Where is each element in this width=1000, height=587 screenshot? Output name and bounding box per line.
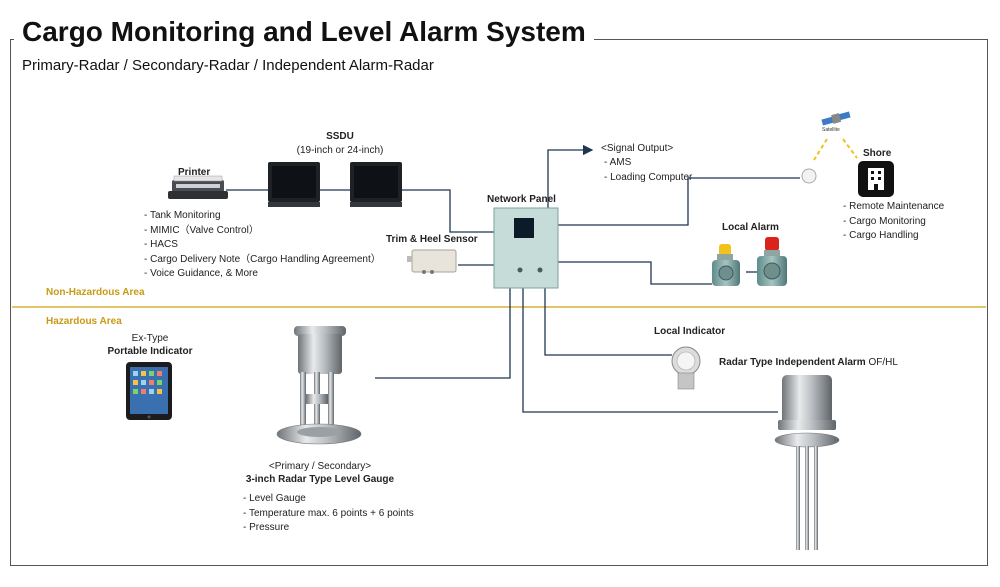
portable-indicator-type: Ex-Type xyxy=(131,333,169,344)
list-item: Loading Computer xyxy=(604,171,692,186)
ssdu-monitor-2 xyxy=(350,162,402,207)
independent-alarm-label: Radar Type Independent Alarm xyxy=(719,357,866,368)
network-panel-device xyxy=(493,207,559,289)
local-alarm-red xyxy=(757,237,787,286)
local-alarm-label: Local Alarm xyxy=(722,222,779,233)
list-item: Remote Maintenance xyxy=(843,200,944,215)
portable-indicator-label: Portable Indicator xyxy=(107,346,193,357)
shore-service-list: Remote Maintenance Cargo Monitoring Carg… xyxy=(843,200,944,244)
list-item: Cargo Handling xyxy=(843,229,944,244)
list-item: Temperature max. 6 points + 6 points xyxy=(243,507,414,522)
list-item: Level Gauge xyxy=(243,492,414,507)
satellite-device xyxy=(821,111,851,126)
ssdu-size-label: (19-inch or 24-inch) xyxy=(296,145,384,156)
local-alarm-yellow xyxy=(712,244,740,286)
satellite-label: Satellite xyxy=(822,127,840,133)
level-gauge-feature-list: Level Gauge Temperature max. 6 points + … xyxy=(243,492,414,536)
printer-device xyxy=(168,175,228,199)
wiring xyxy=(226,144,800,413)
page-subtitle: Primary-Radar / Secondary-Radar / Indepe… xyxy=(22,57,434,74)
page-title: Cargo Monitoring and Level Alarm System xyxy=(14,16,594,48)
independent-alarm-radar-device xyxy=(774,375,840,550)
hazardous-area-label: Hazardous Area xyxy=(46,316,122,327)
antenna-dome xyxy=(801,168,817,184)
local-indicator-label: Local Indicator xyxy=(654,326,726,337)
independent-alarm-suffix: OF/HL xyxy=(868,357,898,368)
local-indicator-device xyxy=(671,346,701,390)
list-item: Pressure xyxy=(243,521,414,536)
independent-alarm-label-row: Radar Type Independent Alarm OF/HL xyxy=(719,357,898,368)
list-item: Tank Monitoring xyxy=(144,209,381,224)
shore-label: Shore xyxy=(863,148,892,159)
satellite-uplink-right xyxy=(842,138,858,159)
trim-heel-label: Trim & Heel Sensor xyxy=(386,234,478,245)
signal-output-label: <Signal Output> xyxy=(601,143,674,154)
list-item: Voice Guidance, & More xyxy=(144,267,381,282)
list-item: Cargo Monitoring xyxy=(843,215,944,230)
network-panel-label: Network Panel xyxy=(487,194,556,205)
level-gauge-type: <Primary / Secondary> xyxy=(268,461,372,472)
ssdu-monitor-1 xyxy=(268,162,320,207)
portable-indicator-tablet xyxy=(126,362,172,420)
printer-label: Printer xyxy=(178,167,211,178)
ssdu-label: SSDU xyxy=(326,131,354,142)
trim-heel-sensor-device xyxy=(407,249,457,274)
printer-feature-list: Tank Monitoring MIMIC（Valve Control） HAC… xyxy=(144,209,381,282)
radar-level-gauge-device xyxy=(276,326,362,445)
level-gauge-label: 3-inch Radar Type Level Gauge xyxy=(245,474,395,485)
list-item: Cargo Delivery Note（Cargo Handling Agree… xyxy=(144,253,381,268)
signal-output-list: AMS Loading Computer xyxy=(604,156,693,186)
shore-building-icon xyxy=(858,161,894,197)
list-item: AMS xyxy=(604,156,692,171)
list-item: HACS xyxy=(144,238,381,253)
satellite-uplink-left xyxy=(813,138,828,161)
non-hazardous-area-label: Non-Hazardous Area xyxy=(46,287,145,298)
list-item: MIMIC（Valve Control） xyxy=(144,224,381,239)
